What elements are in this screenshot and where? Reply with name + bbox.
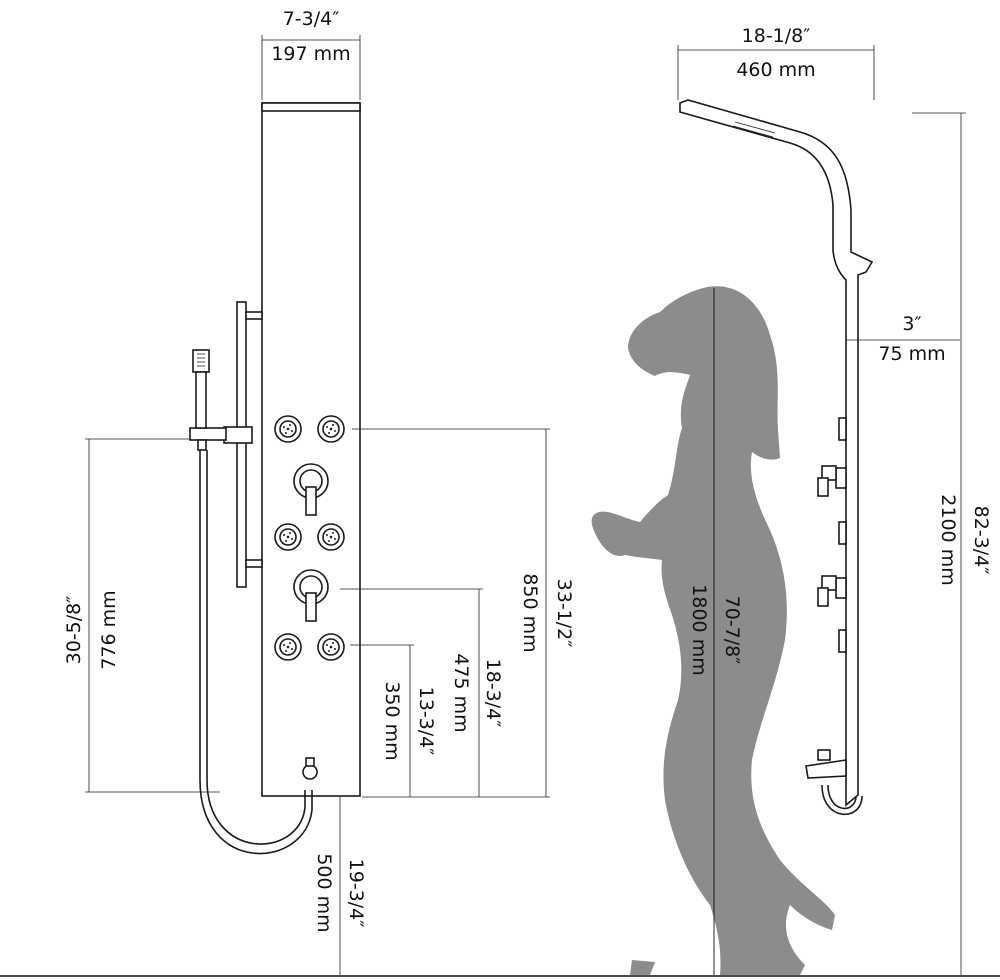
upper-control-knob bbox=[293, 463, 329, 516]
body-jet bbox=[317, 633, 345, 661]
lower-control-knob bbox=[293, 569, 329, 622]
body-jet bbox=[317, 523, 345, 551]
low-height-mm-label: 350 mm bbox=[381, 681, 403, 760]
person-height-in-label: 70-7/8″ bbox=[721, 596, 743, 665]
side-panel-profile bbox=[679, 99, 874, 816]
panel-width-dimension: 7-3/4″ 197 mm bbox=[261, 8, 361, 100]
body-jet bbox=[317, 415, 345, 443]
panel-width-mm-label: 197 mm bbox=[271, 43, 350, 65]
person-height-dimension: 70-7/8″ 1800 mm bbox=[688, 288, 743, 975]
floor-clearance-in-label: 19-3/4″ bbox=[345, 859, 367, 928]
slide-bar bbox=[189, 301, 263, 588]
body-jet bbox=[274, 415, 302, 443]
jets-span-mm-label: 850 mm bbox=[519, 573, 541, 652]
slide-bar-mm-label: 776 mm bbox=[98, 590, 120, 669]
total-height-mm-label: 2100 mm bbox=[937, 494, 959, 585]
person-height-mm-label: 1800 mm bbox=[688, 584, 710, 675]
person-foot-front bbox=[630, 960, 655, 975]
low-height-in-label: 13-3/4″ bbox=[415, 687, 437, 756]
body-jet bbox=[274, 633, 302, 661]
total-height-in-label: 82-3/4″ bbox=[970, 506, 992, 575]
arm-reach-dimension: 18-1/8″ 460 mm bbox=[677, 25, 875, 100]
arm-reach-mm-label: 460 mm bbox=[736, 59, 815, 81]
person-silhouette: 70-7/8″ 1800 mm bbox=[591, 286, 835, 975]
floor-clearance-mm-label: 500 mm bbox=[313, 853, 335, 932]
total-height-dimension: 82-3/4″ 2100 mm bbox=[912, 112, 992, 975]
jets-span-dimension: 33-1/2″ 850 mm bbox=[352, 428, 575, 798]
low-height-dimension: 13-3/4″ 350 mm bbox=[350, 644, 437, 797]
jets-span-in-label: 33-1/2″ bbox=[553, 579, 575, 648]
front-panel bbox=[261, 102, 361, 797]
floor-clearance-dimension: 19-3/4″ 500 mm bbox=[313, 797, 367, 975]
slide-bar-in-label: 30-5/8″ bbox=[63, 596, 85, 665]
side-handle-upper bbox=[817, 465, 847, 497]
mid-height-in-label: 18-3/4″ bbox=[482, 659, 504, 728]
mid-height-dimension: 18-3/4″ 475 mm bbox=[340, 588, 504, 797]
side-view: 18-1/8″ 460 mm bbox=[677, 25, 992, 975]
body-jet bbox=[274, 523, 302, 551]
arm-reach-in-label: 18-1/8″ bbox=[742, 25, 811, 47]
shower-hose bbox=[199, 450, 318, 855]
depth-dimension: 3″ 75 mm bbox=[846, 313, 960, 365]
body-jets bbox=[274, 415, 345, 661]
side-handle-lower bbox=[817, 575, 847, 607]
depth-in-label: 3″ bbox=[902, 313, 921, 335]
hand-shower bbox=[192, 349, 210, 451]
depth-mm-label: 75 mm bbox=[878, 343, 945, 365]
slide-bar-dimension: 30-5/8″ 776 mm bbox=[63, 438, 220, 793]
tub-spout bbox=[805, 749, 863, 816]
control-knobs bbox=[293, 463, 329, 622]
mid-height-mm-label: 475 mm bbox=[450, 653, 472, 732]
person-silhouette-shape bbox=[591, 286, 835, 975]
front-view: 7-3/4″ 197 mm bbox=[63, 8, 575, 975]
panel-width-in-label: 7-3/4″ bbox=[283, 8, 340, 30]
